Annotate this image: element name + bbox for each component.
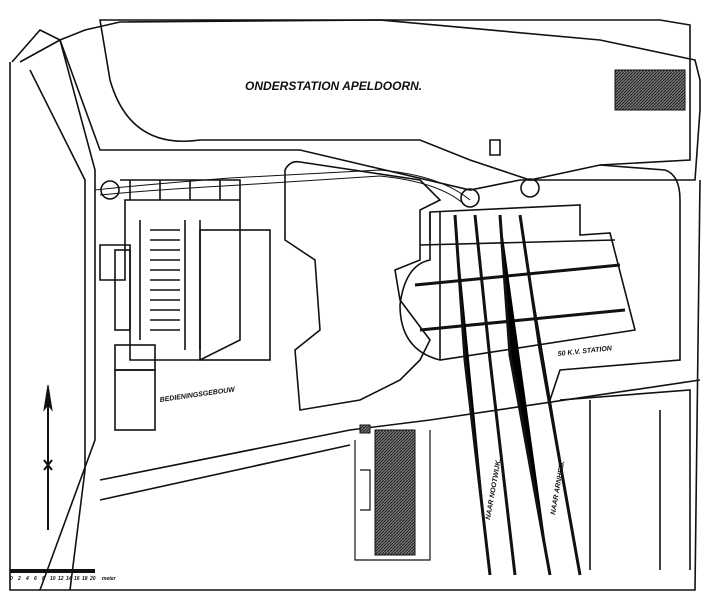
scale-tick: 16 [74,576,80,582]
scale-tick: 20 [89,576,96,582]
open-yard [199,229,271,361]
scale-tick: 4 [25,576,29,582]
scale-tick: 6 [34,576,37,582]
scale-tick: 8 [42,576,45,582]
central-block [284,160,442,411]
scale-unit: meter [102,576,117,582]
north-arrow-icon [43,384,53,530]
scale-tick: 10 [50,576,56,582]
station-label: 50 K.V. STATION [557,345,613,358]
scale-tick: 12 [58,576,64,582]
outbuilding-south [374,429,416,556]
control-building [99,199,241,361]
feeder-lines [453,214,582,576]
scale-tick: 2 [17,576,21,582]
kv-station [399,204,636,361]
plan-title: ONDERSTATION APELDOORN. [245,79,422,93]
scale-tick: 18 [82,576,88,582]
scale-tick: 14 [66,576,72,582]
site-boundary [11,19,701,191]
north-block [99,19,691,181]
scale-bar [10,569,95,573]
line-label-nootwijk: NAAR NOOTWIJK. [485,458,503,520]
control-building-label: BEDIENINGSGEBOUW [159,386,236,404]
outbuilding-ne [614,69,686,111]
scale-tick: 0 [10,576,13,582]
